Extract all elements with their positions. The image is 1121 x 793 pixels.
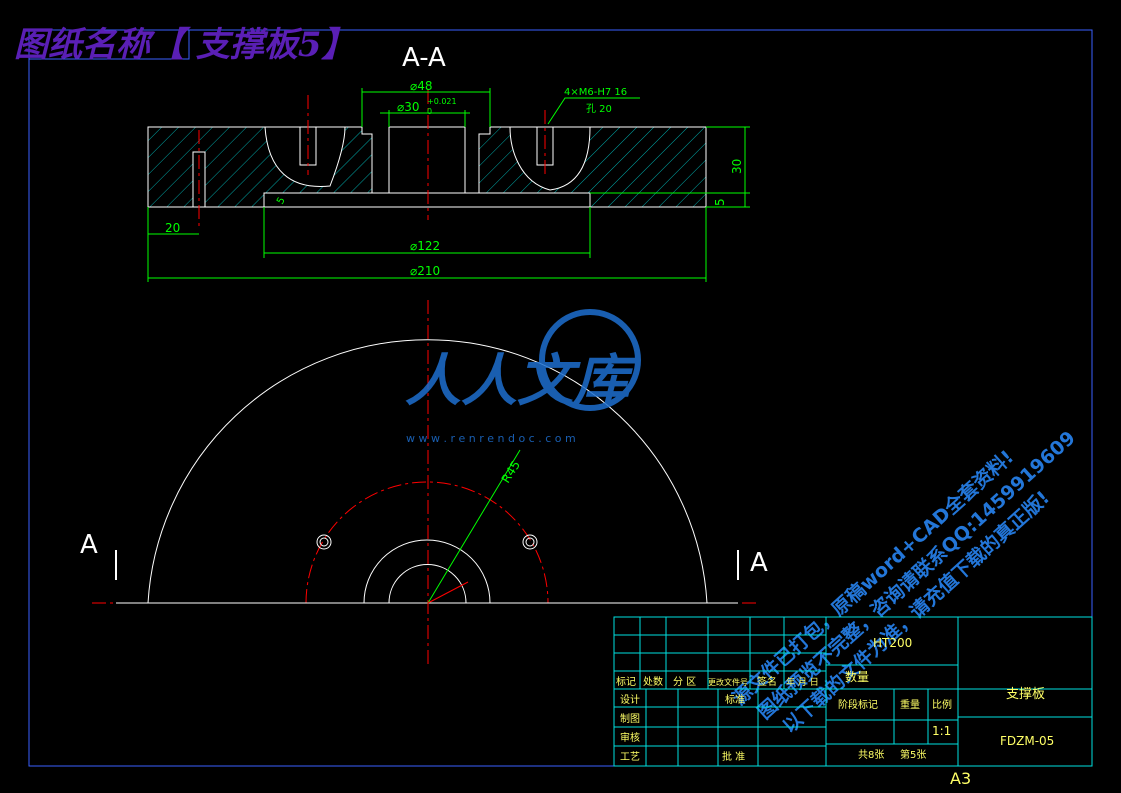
watermark-line1: 源文件已打包，原稿word+CAD全套资料! bbox=[728, 445, 1018, 709]
tb-design: 设计 bbox=[620, 693, 640, 706]
dim-w20: 20 bbox=[165, 221, 180, 235]
section-label: A-A bbox=[402, 43, 446, 73]
tb-part-name: 支撑板 bbox=[1006, 687, 1045, 702]
tb-row-zone: 分 区 bbox=[673, 676, 696, 688]
tb-review: 审核 bbox=[620, 731, 640, 744]
dim-h30: 30 bbox=[730, 159, 744, 174]
watermark-url: w w w . r e n r e n d o c . c o m bbox=[406, 432, 576, 445]
cut-label-right: A bbox=[750, 548, 768, 578]
tb-scale-label: 比例 bbox=[932, 698, 952, 711]
dim-d122: ⌀122 bbox=[410, 239, 440, 253]
tb-row-sign: 签名 bbox=[757, 675, 777, 688]
title-block-text: HT200 数量 支撑板 FDZM-05 阶段标记 重量 比例 1:1 共8张 … bbox=[616, 636, 1054, 763]
drawing-title: 图纸名称【 支撑板5】 bbox=[14, 25, 356, 65]
dim-tol: +0.021 bbox=[427, 97, 457, 106]
tb-scale: 1:1 bbox=[932, 724, 951, 738]
dim-d210: ⌀210 bbox=[410, 264, 440, 278]
tb-stage-label: 阶段标记 bbox=[838, 698, 878, 711]
dim-r45: R45 bbox=[499, 458, 523, 485]
tb-draw: 制图 bbox=[620, 712, 640, 725]
tb-weight-label: 重量 bbox=[900, 698, 920, 711]
tb-sheet: 第5张 bbox=[900, 748, 926, 761]
watermark: 人人文库 w w w . r e n r e n d o c . c o m 源… bbox=[405, 309, 1080, 738]
dim-d30: ⌀30 bbox=[397, 100, 420, 114]
sheet-size: A3 bbox=[950, 769, 971, 788]
cut-label-left: A bbox=[80, 530, 98, 560]
dim-holes2: 孔 20 bbox=[586, 103, 612, 115]
tb-process: 工艺 bbox=[620, 751, 640, 763]
watermark-brand: 人人文库 bbox=[405, 348, 638, 414]
dim-h5: 5 bbox=[713, 198, 727, 206]
section-view: A-A bbox=[147, 43, 750, 282]
tb-row-doc: 更改文件号 bbox=[708, 677, 748, 687]
hole-left bbox=[316, 534, 332, 550]
tb-row-mark: 标记 bbox=[616, 676, 636, 688]
dim-rsmall: 5 bbox=[275, 195, 288, 206]
tb-row-date: 年 月 日 bbox=[786, 676, 819, 688]
dim-d48: ⌀48 bbox=[410, 79, 433, 93]
drawing-frame bbox=[28, 29, 1093, 767]
tb-standard: 标准 bbox=[725, 694, 745, 706]
tb-row-count: 处数 bbox=[643, 675, 663, 688]
dim-tol0: 0 bbox=[427, 107, 432, 116]
tb-sheets: 共8张 bbox=[858, 749, 884, 761]
tb-drawing-no: FDZM-05 bbox=[1000, 734, 1054, 748]
tb-qty-label: 数量 bbox=[845, 669, 869, 684]
tb-material: HT200 bbox=[873, 636, 912, 650]
dim-holes: 4×M6-H7 16 bbox=[564, 87, 627, 98]
hole-right bbox=[522, 534, 538, 550]
tb-approve: 批 准 bbox=[722, 750, 745, 763]
title-block bbox=[613, 616, 1093, 767]
